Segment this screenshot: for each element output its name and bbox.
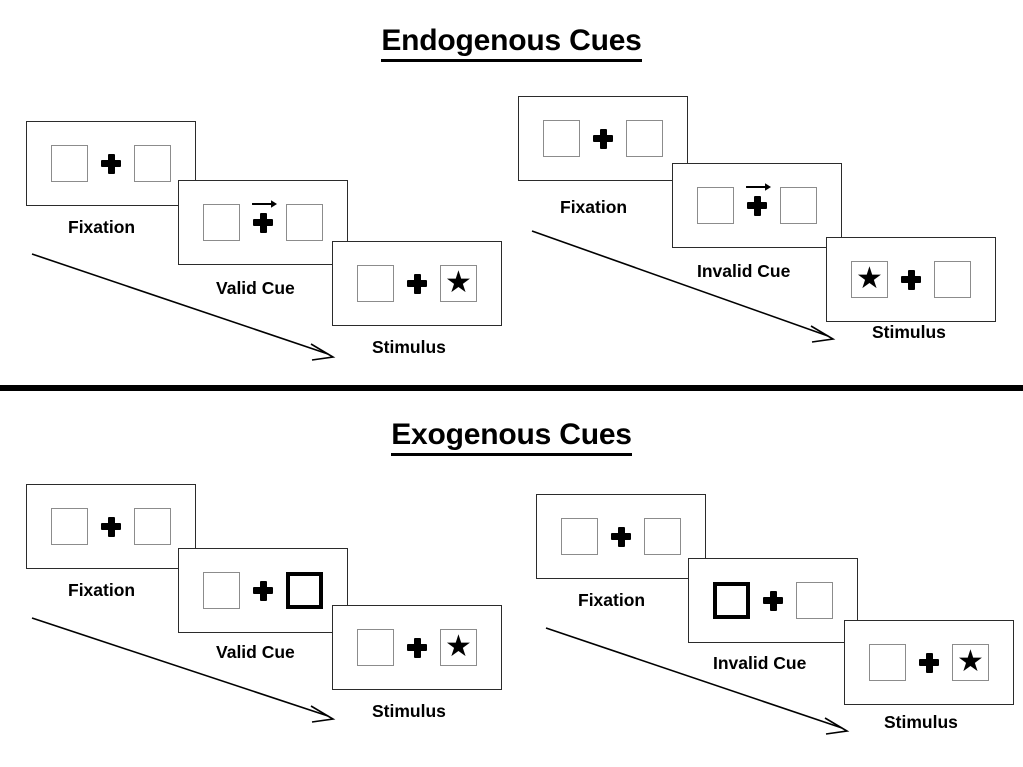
placeholder-box-left [203,204,240,241]
panel-exogenous-invalid-stimulus: ★ [844,620,1014,705]
placeholder-box-left [561,518,598,555]
star-icon: ★ [957,644,984,678]
stage-label-invalid-cue: Invalid Cue [713,653,807,673]
fixation-cross-icon [900,269,922,291]
target-box-right: ★ [952,644,989,681]
fixation-cross-icon [100,516,122,538]
placeholder-box-right [796,582,833,619]
stage-label-fixation: Fixation [578,590,646,610]
stage-label-fixation: Fixation [560,197,628,217]
placeholder-box-right [626,120,663,157]
placeholder-box-left [357,265,394,302]
section-title-exogenous: Exogenous Cues [0,418,1023,456]
fixation-cross-icon [918,652,940,674]
panel-content [51,145,171,182]
time-flow-arrow [31,617,336,723]
placeholder-box-right [934,261,971,298]
fixation-cross-icon [610,526,632,548]
panel-content [561,518,681,555]
panel-content [713,582,833,619]
panel-endogenous-valid-stimulus: ★ [332,241,502,326]
placeholder-box-right [134,145,171,182]
panel-content [203,199,323,241]
section-divider [0,385,1023,391]
cued-box-left [713,582,750,619]
section-title-exogenous-text: Exogenous Cues [391,418,632,456]
cued-box-right [286,572,323,609]
fixation-cross-icon [252,580,274,602]
section-title-endogenous: Endogenous Cues [0,24,1023,62]
stage-label-stimulus: Stimulus [372,337,446,357]
panel-content: ★ [869,644,989,681]
placeholder-box-left [203,572,240,609]
placeholder-box-left [543,120,580,157]
panel-endogenous-valid-fixation [26,121,196,206]
fixation-cross-icon [406,273,428,295]
fixation-cross-icon [406,637,428,659]
stage-label-invalid-cue: Invalid Cue [697,261,791,281]
stage-label-fixation: Fixation [68,580,136,600]
fixation-cross-icon [592,128,614,150]
stage-label-valid-cue: Valid Cue [216,642,295,662]
star-icon: ★ [856,261,883,295]
arrow-right-cue-icon [252,199,278,208]
stage-label-stimulus: Stimulus [872,322,946,342]
star-icon: ★ [445,265,472,299]
panel-content [51,508,171,545]
section-title-endogenous-text: Endogenous Cues [381,24,642,62]
panel-endogenous-valid-cue [178,180,348,265]
panel-content [203,572,323,609]
time-flow-arrow [531,230,836,343]
fixation-cross-icon [746,182,772,217]
fixation-cross-icon [252,199,278,234]
star-icon: ★ [445,629,472,663]
panel-endogenous-invalid-cue [672,163,842,248]
target-box-right: ★ [440,265,477,302]
panel-endogenous-invalid-stimulus: ★ [826,237,996,322]
placeholder-box-left [51,508,88,545]
stage-label-valid-cue: Valid Cue [216,278,295,298]
panel-content [697,182,817,224]
panel-exogenous-valid-stimulus: ★ [332,605,502,690]
time-flow-arrow [545,627,850,735]
placeholder-box-left [51,145,88,182]
time-flow-arrow [31,253,336,361]
panel-content: ★ [357,629,477,666]
placeholder-box-right [286,204,323,241]
panel-exogenous-valid-fixation [26,484,196,569]
placeholder-box-right [134,508,171,545]
fixation-cross-icon [100,153,122,175]
placeholder-box-left [869,644,906,681]
panel-exogenous-invalid-cue [688,558,858,643]
panel-endogenous-invalid-fixation [518,96,688,181]
placeholder-box-right [780,187,817,224]
placeholder-box-left [697,187,734,224]
stage-label-stimulus: Stimulus [884,712,958,732]
panel-content: ★ [357,265,477,302]
stage-label-fixation: Fixation [68,217,136,237]
target-box-right: ★ [440,629,477,666]
placeholder-box-right [644,518,681,555]
target-box-left: ★ [851,261,888,298]
fixation-cross-icon [762,590,784,612]
panel-content [543,120,663,157]
panel-content: ★ [851,261,971,298]
panel-exogenous-invalid-fixation [536,494,706,579]
placeholder-box-left [357,629,394,666]
stage-label-stimulus: Stimulus [372,701,446,721]
arrow-right-cue-icon [746,182,772,191]
panel-exogenous-valid-cue [178,548,348,633]
